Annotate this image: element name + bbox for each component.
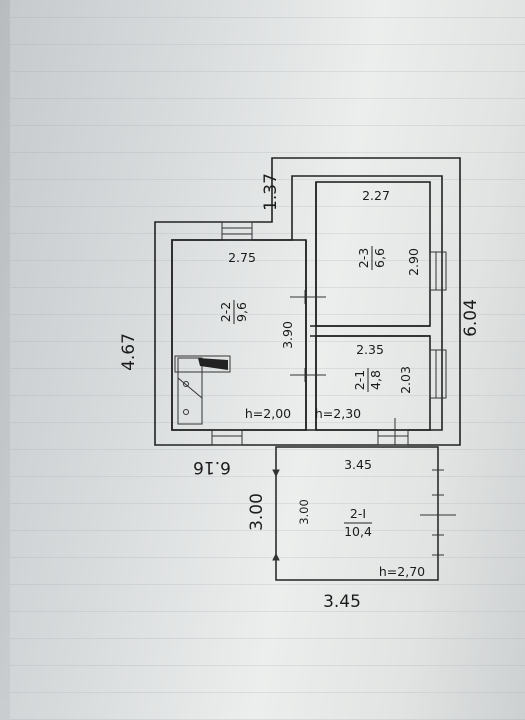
annex-inner-length: 3.00 xyxy=(297,499,311,525)
annex-outer-width: 3.45 xyxy=(323,592,361,612)
dim-outer-height: 4.67 xyxy=(119,333,139,371)
annex-ticks xyxy=(272,447,456,580)
room-23-width: 2.27 xyxy=(362,188,390,203)
room-22-label: 2-2 9,6 xyxy=(218,300,249,324)
room-23-length: 2.90 xyxy=(406,248,421,276)
door-markers xyxy=(290,290,396,445)
room-23-label: 2-3 6,6 xyxy=(356,246,387,270)
svg-text:4,8: 4,8 xyxy=(368,370,383,390)
dim-outer-right: 6.04 xyxy=(461,299,481,337)
svg-text:2-I: 2-I xyxy=(350,506,366,521)
svg-text:2-3: 2-3 xyxy=(356,248,371,268)
windows xyxy=(211,221,447,446)
dim-outer-bottom: 6.16 xyxy=(193,457,231,477)
annex-inner-width: 3.45 xyxy=(344,457,372,472)
height-room-21: h=2,30 xyxy=(315,406,361,421)
height-annex: h=2,70 xyxy=(379,564,425,579)
room-22-width: 2.75 xyxy=(228,250,256,265)
outer-wall xyxy=(154,157,461,446)
dim-step: 1.37 xyxy=(261,173,281,211)
room-21-length: 2.03 xyxy=(398,366,413,394)
paper-sheet xyxy=(10,0,525,720)
room-21-width: 2.35 xyxy=(356,342,384,357)
svg-text:10,4: 10,4 xyxy=(344,524,372,539)
svg-text:6,6: 6,6 xyxy=(372,248,387,268)
room-21-label: 2-1 4,8 xyxy=(352,368,383,392)
svg-text:2-1: 2-1 xyxy=(352,370,367,390)
svg-text:9,6: 9,6 xyxy=(234,302,249,322)
height-room-22: h=2,00 xyxy=(245,406,291,421)
stove-symbol xyxy=(174,355,231,425)
svg-text:2-2: 2-2 xyxy=(218,302,233,322)
annex-outer-height: 3.00 xyxy=(247,493,267,531)
annex-label: 2-I 10,4 xyxy=(344,506,372,539)
room-22-length: 3.90 xyxy=(280,321,295,349)
floor-plan: 4.67 6.04 6.16 1.37 2.75 2-2 9,6 3.90 h=… xyxy=(119,157,481,612)
